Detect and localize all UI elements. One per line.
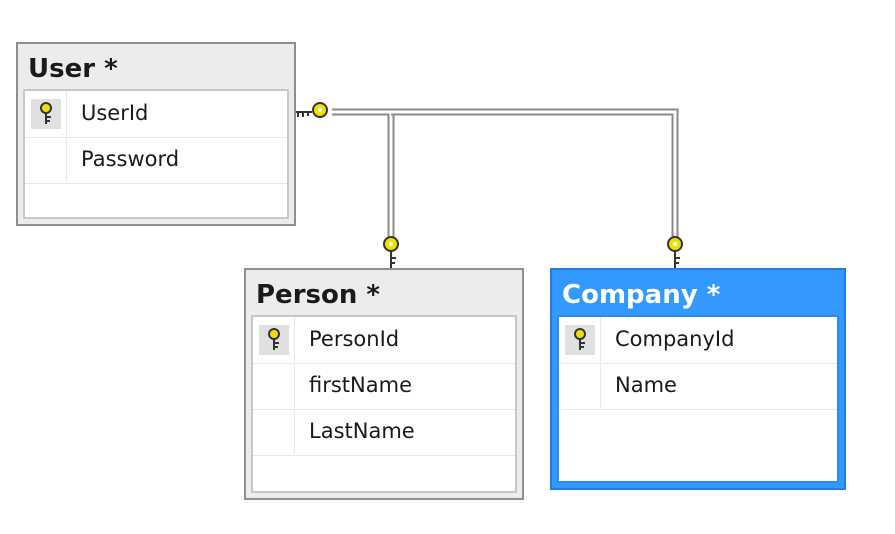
primary-key-icon <box>259 325 289 355</box>
table-user[interactable]: User * UserId Password <box>16 42 296 226</box>
primary-key-icon <box>565 325 595 355</box>
column-row[interactable]: Name <box>559 363 837 410</box>
column-row[interactable]: firstName <box>253 363 515 410</box>
primary-key-icon <box>31 99 61 129</box>
row-selector[interactable] <box>253 317 295 362</box>
row-selector[interactable] <box>253 409 295 454</box>
column-name[interactable]: Password <box>81 147 180 171</box>
row-selector[interactable] <box>559 363 601 408</box>
column-row[interactable]: Password <box>25 137 287 184</box>
column-grid: UserId Password <box>23 89 289 219</box>
relationship-user-person[interactable] <box>332 108 395 238</box>
relationship-user-company[interactable] <box>391 108 679 238</box>
column-name[interactable]: LastName <box>309 419 415 443</box>
row-selector[interactable] <box>25 91 67 136</box>
column-row[interactable]: PersonId <box>253 317 515 364</box>
column-name[interactable]: PersonId <box>309 327 400 351</box>
relationship-key-end-icon <box>667 236 683 268</box>
row-selector[interactable] <box>25 137 67 182</box>
column-name[interactable]: firstName <box>309 373 412 397</box>
relationship-key-end-icon <box>383 236 399 268</box>
table-title[interactable]: Company * <box>562 280 721 310</box>
column-name[interactable]: CompanyId <box>615 327 735 351</box>
relationship-key-end-icon <box>296 102 328 118</box>
table-title[interactable]: Person * <box>256 280 381 310</box>
column-name[interactable]: Name <box>615 373 677 397</box>
column-row[interactable]: CompanyId <box>559 317 837 364</box>
table-title[interactable]: User * <box>28 54 118 84</box>
table-company[interactable]: Company * CompanyId Name <box>550 268 846 490</box>
column-grid: PersonId firstName LastName <box>251 315 517 493</box>
row-selector[interactable] <box>253 363 295 408</box>
column-row[interactable]: UserId <box>25 91 287 138</box>
column-name[interactable]: UserId <box>81 101 149 125</box>
column-grid: CompanyId Name <box>557 315 839 483</box>
table-person[interactable]: Person * PersonId firstName LastName <box>244 268 524 500</box>
column-row[interactable]: LastName <box>253 409 515 456</box>
row-selector[interactable] <box>559 317 601 362</box>
